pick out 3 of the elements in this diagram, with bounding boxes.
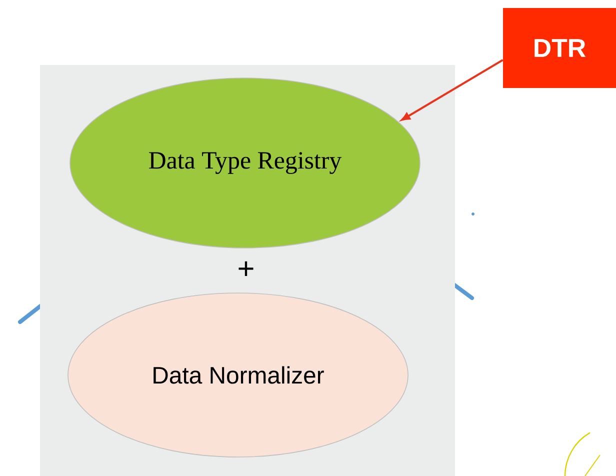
- plus-sign: +: [238, 261, 254, 276]
- callout-box: DTR: [503, 8, 616, 88]
- arrow: [401, 59, 504, 121]
